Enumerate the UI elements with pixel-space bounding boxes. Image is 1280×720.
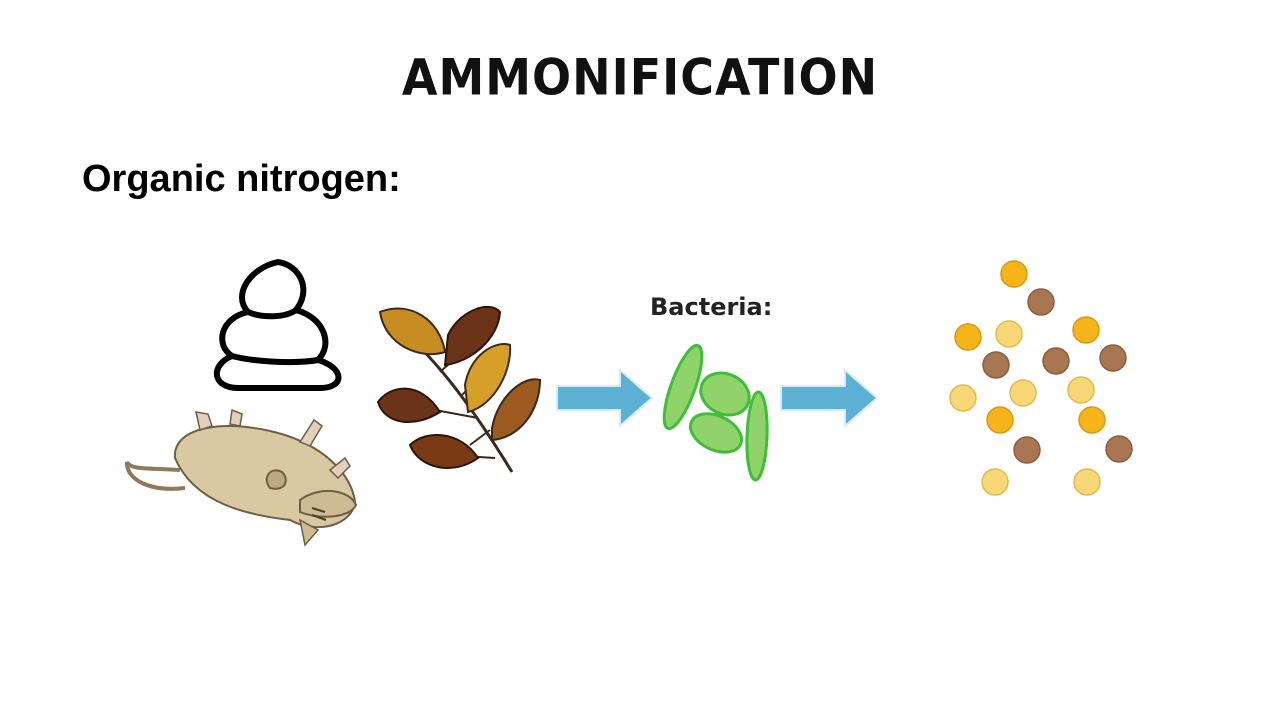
ammonium-particles-icon — [949, 260, 1133, 496]
dead-mouse-icon — [125, 408, 358, 547]
particle — [1027, 288, 1055, 316]
right-arrow-icon — [556, 367, 654, 429]
particle — [995, 320, 1023, 348]
page-title: AMMONIFICATION — [401, 47, 879, 107]
particle — [949, 384, 977, 412]
particle — [1078, 406, 1106, 434]
autumn-leaves-icon — [376, 306, 542, 473]
bacteria-label: Bacteria: — [650, 293, 773, 321]
particle — [1067, 376, 1095, 404]
particle — [1072, 316, 1100, 344]
particle — [1009, 379, 1037, 407]
particle — [954, 323, 982, 351]
particle — [1099, 344, 1127, 372]
poop-icon — [213, 259, 342, 391]
particle — [981, 468, 1009, 496]
right-arrow-icon — [780, 367, 879, 429]
particle — [1073, 468, 1101, 496]
organic-nitrogen-heading: Organic nitrogen: — [82, 158, 401, 200]
particle — [982, 351, 1010, 379]
particle — [1042, 347, 1070, 375]
particle — [1000, 260, 1028, 288]
particle — [1105, 435, 1133, 463]
bacteria-icon — [662, 343, 769, 482]
particle — [986, 406, 1014, 434]
particle — [1013, 436, 1041, 464]
